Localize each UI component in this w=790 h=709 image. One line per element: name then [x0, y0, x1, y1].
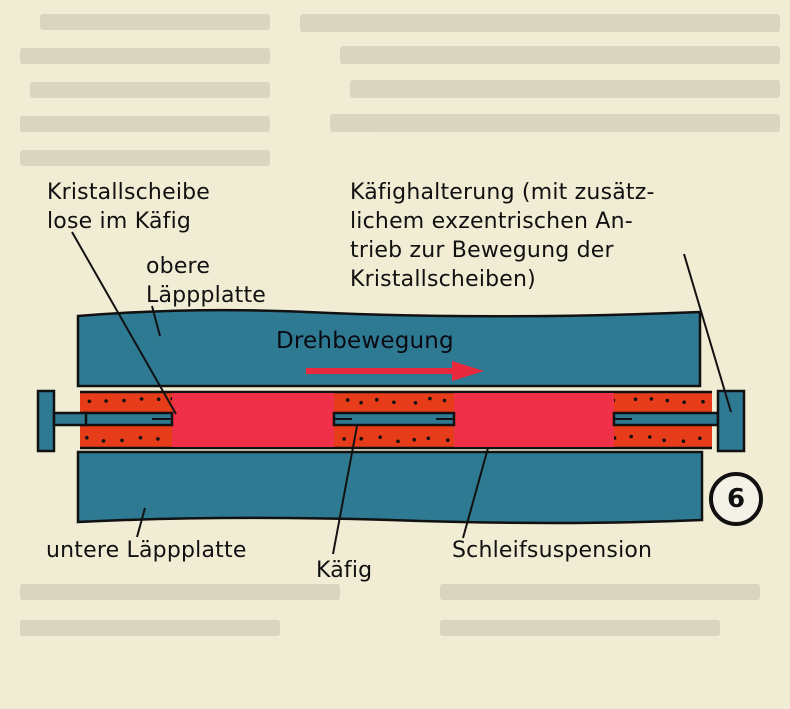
lower-lapping-plate	[76, 450, 704, 525]
label-rotation: Drehbewegung	[276, 328, 454, 354]
figure-number-badge: 6	[709, 472, 763, 526]
label-upper-lapping-plate: obere Läppplatte	[146, 254, 267, 308]
cage-holder-left	[36, 389, 56, 453]
label-cage: Käfig	[316, 558, 373, 583]
label-grinding-suspension: Schleifsuspension	[452, 538, 653, 563]
leader-lines	[71, 231, 732, 555]
label-cage-holder: Käfighalterung (mit zusätz- lichem exzen…	[350, 180, 655, 292]
cage-holder-right	[716, 389, 746, 453]
crystal-disc-right	[454, 393, 614, 447]
label-lower-lapping-plate: untere Läppplatte	[46, 538, 247, 563]
label-crystal-disc: Kristallscheibe lose im Käfig	[47, 180, 211, 234]
upper-lapping-plate	[76, 308, 702, 388]
rotation-arrow	[306, 361, 484, 381]
crystal-disc-left	[172, 393, 334, 447]
